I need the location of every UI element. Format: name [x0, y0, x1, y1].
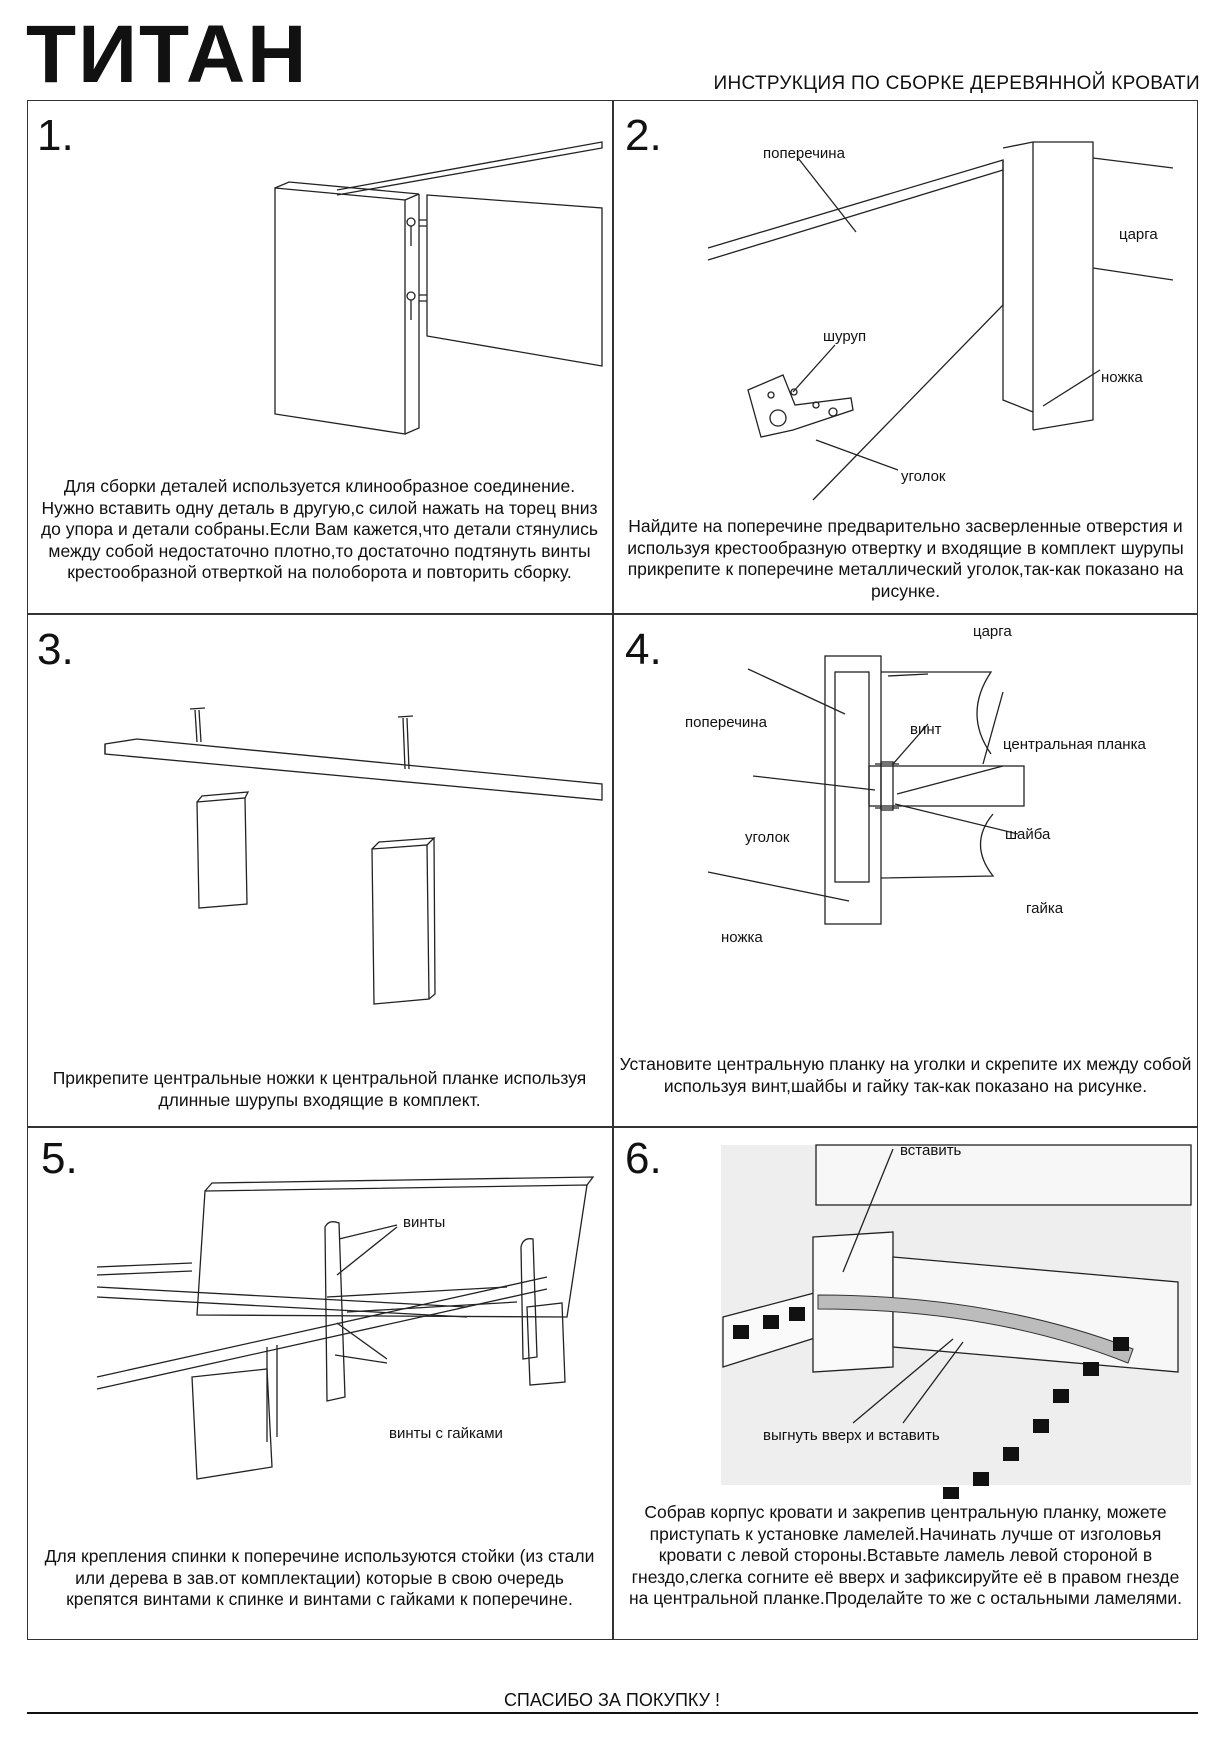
step-2-illustration [707, 141, 1174, 501]
step-6-illustration [721, 1144, 1192, 1499]
step-1-description: Для сборки деталей используется клинообр… [40, 476, 599, 582]
step-4-label-leg: ножка [721, 929, 763, 946]
step-4-label-bolt: винт [910, 721, 942, 738]
brand-title: ТИТАН [26, 9, 309, 100]
footer-rule [27, 1712, 1198, 1714]
step-4-illustration [707, 655, 1025, 925]
document-subtitle: ИНСТРУКЦИЯ ПО СБОРКЕ ДЕРЕВЯННОЙ КРОВАТИ [713, 73, 1200, 94]
step-1-number: 1. [37, 111, 74, 160]
step-4-label-bracket: уголок [745, 829, 790, 846]
step-2-label-bracket: уголок [901, 468, 946, 485]
step-6-description: Собрав корпус кровати и закрепив централ… [628, 1502, 1183, 1608]
step-4-number: 4. [625, 625, 662, 674]
step-6-number: 6. [625, 1134, 662, 1183]
step-2-label-leg: ножка [1101, 369, 1143, 386]
step-2-number: 2. [625, 111, 662, 160]
step-4-label-side-rail: царга [973, 623, 1012, 640]
step-3-number: 3. [37, 625, 74, 674]
step-2-description: Найдите на поперечине предварительно зас… [627, 516, 1184, 601]
step-5-label-screws: винты [403, 1214, 446, 1231]
step-3-panel: 3. Прикрепите центральные ножки к центра… [27, 614, 612, 1126]
step-5-number: 5. [41, 1134, 78, 1183]
step-4-label-washer: шайба [1005, 826, 1051, 843]
step-6-label-bend-and-insert: выгнуть вверх и вставить [763, 1427, 940, 1444]
step-5-panel: 5. винты винты с гайками Для кр [27, 1127, 612, 1640]
step-4-panel: 4. царга поперечина винт центральная [613, 614, 1198, 1126]
step-3-illustration [104, 707, 603, 1005]
step-4-label-crossbar: поперечина [685, 714, 767, 731]
step-5-illustration [96, 1176, 595, 1480]
step-4-label-nut: гайка [1026, 900, 1064, 917]
step-2-label-crossbar: поперечина [763, 145, 845, 162]
step-2-label-side-rail: царга [1119, 226, 1158, 243]
step-6-label-insert: вставить [900, 1142, 962, 1159]
step-2-panel: 2. поперечина царга шуру [613, 100, 1198, 613]
grid-divider-row-1 [27, 613, 1198, 615]
step-5-description: Для крепления спинки к поперечине исполь… [44, 1546, 595, 1609]
step-4-description: Установите центральную планку на уголки … [619, 1054, 1192, 1096]
grid-divider-vertical [612, 100, 614, 1640]
step-5-label-screws-with-nuts: винты с гайками [389, 1425, 503, 1442]
thank-you-note: СПАСИБО ЗА ПОКУПКУ ! [503, 1690, 721, 1710]
step-2-label-screw: шуруп [823, 328, 867, 345]
grid-divider-row-2 [27, 1126, 1198, 1128]
step-1-panel: 1. Для сборки деталей используется клино… [27, 100, 612, 613]
step-6-panel: 6. вставить выгнуть в [613, 1127, 1198, 1640]
step-1-illustration [274, 141, 603, 435]
step-4-label-central-plank: центральная планка [1003, 736, 1146, 753]
step-3-description: Прикрепите центральные ножки к центральн… [52, 1068, 587, 1110]
